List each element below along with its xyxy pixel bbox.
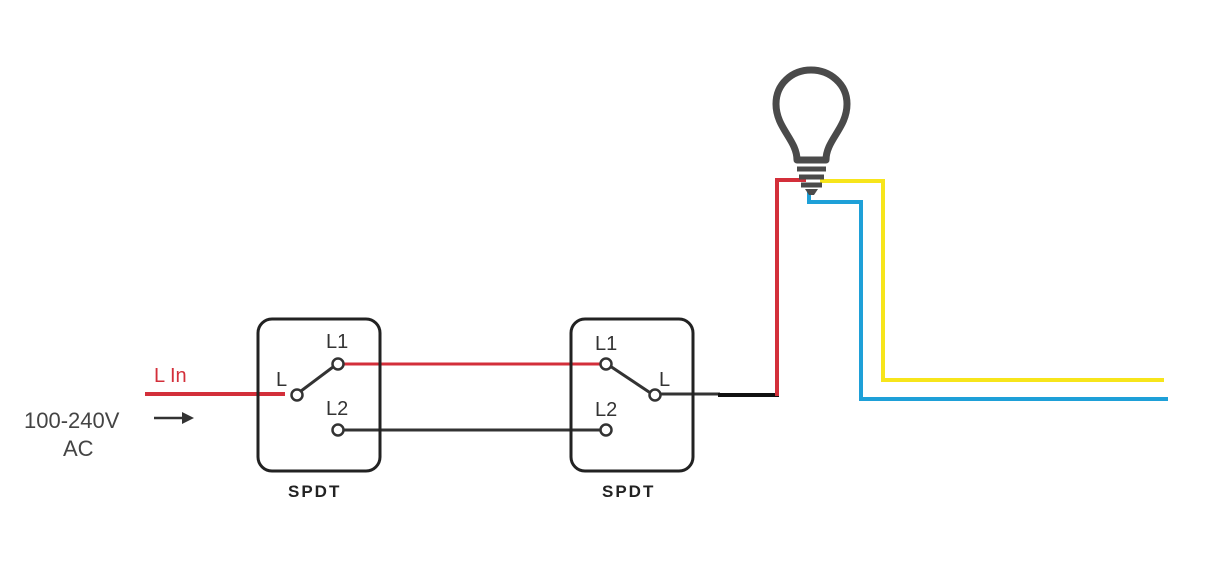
left-terminal-l1	[331, 357, 345, 371]
live-in-label: L In	[154, 365, 187, 387]
arrow-right-icon	[154, 412, 194, 424]
left-switch-box	[256, 317, 382, 473]
voltage-label: 100-240V	[24, 408, 120, 433]
left-label-l2: L2	[326, 398, 348, 420]
switched-live-riser	[775, 178, 806, 396]
earth-wire	[820, 179, 1164, 382]
left-switch-contact-arm	[296, 362, 338, 396]
left-switch-caption: SPDT	[288, 482, 341, 501]
neutral-wire	[807, 190, 1168, 401]
right-switch-caption: SPDT	[602, 482, 655, 501]
right-switch-box	[569, 317, 695, 473]
voltage-ac-label: AC	[63, 436, 94, 461]
left-terminal-l	[290, 388, 304, 402]
right-switch-contact-arm	[609, 364, 653, 396]
right-terminal-l	[648, 388, 662, 402]
left-terminal-l2	[331, 423, 345, 437]
left-label-l: L	[276, 369, 287, 391]
left-label-l1: L1	[326, 331, 348, 353]
right-label-l2: L2	[595, 399, 617, 421]
right-terminal-l2	[599, 423, 613, 437]
right-label-l: L	[659, 369, 670, 391]
right-terminal-l1	[599, 357, 613, 371]
light-bulb-icon	[772, 66, 851, 195]
right-label-l1: L1	[595, 333, 617, 355]
